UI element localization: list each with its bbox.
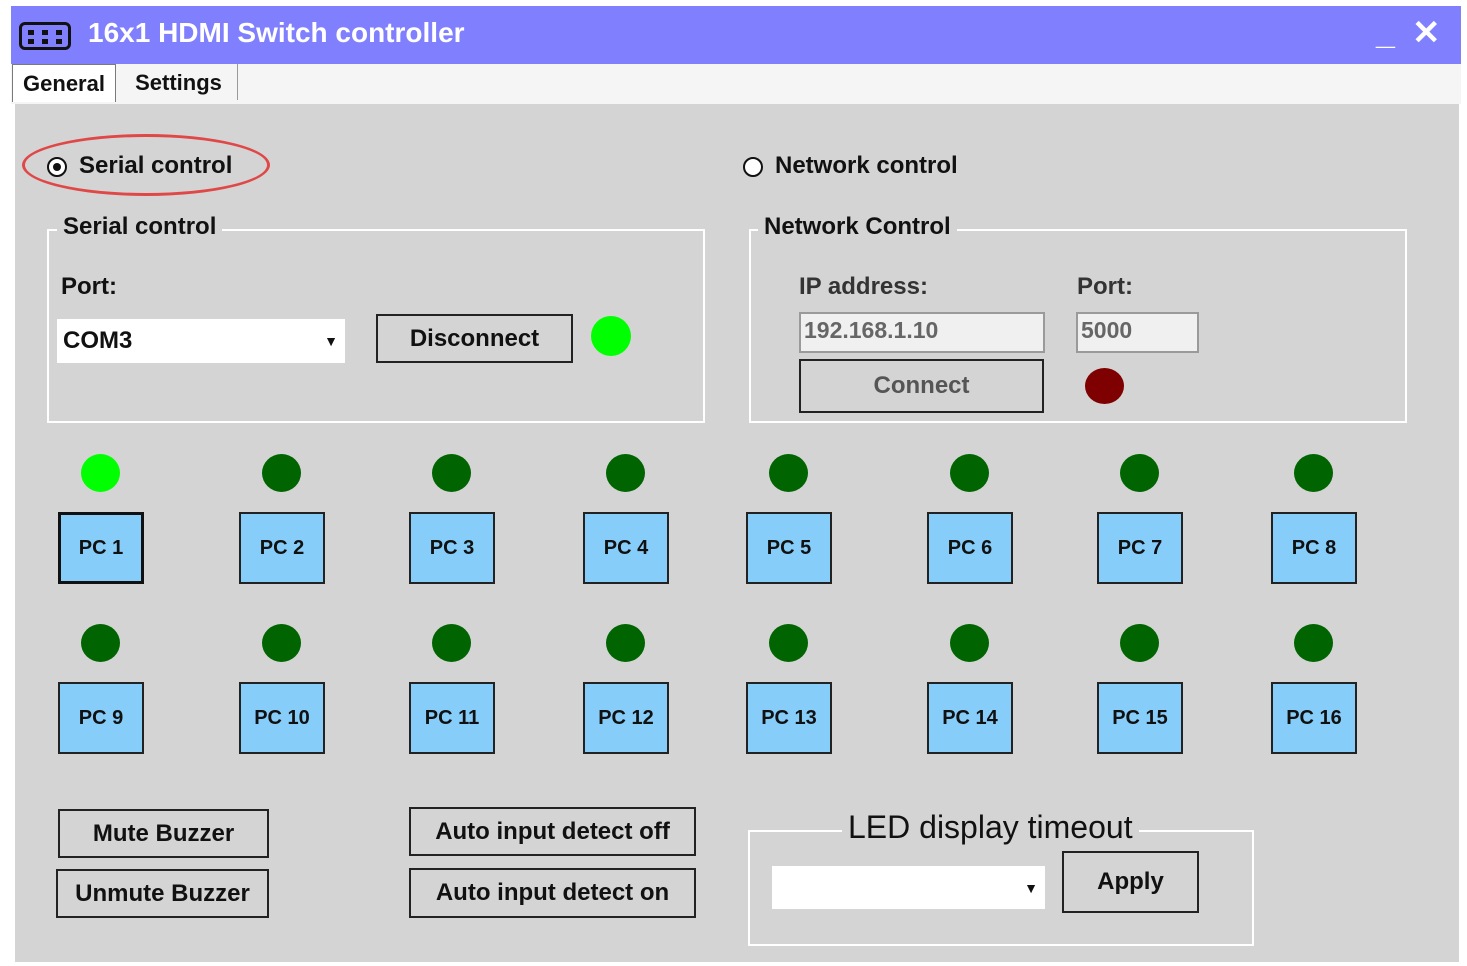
pc-input-button[interactable]: PC 6 (927, 512, 1013, 584)
apply-button[interactable]: Apply (1062, 851, 1199, 913)
input-status-led (950, 624, 989, 662)
pc-input-button[interactable]: PC 2 (239, 512, 325, 584)
network-control-group (749, 229, 1407, 423)
serial-port-label: Port: (61, 273, 117, 300)
network-status-led (1085, 368, 1124, 404)
network-control-radio[interactable] (743, 157, 763, 177)
auto-input-detect-on-button[interactable]: Auto input detect on (409, 868, 696, 918)
pc-input-button[interactable]: PC 12 (583, 682, 669, 754)
pc-input-button[interactable]: PC 4 (583, 512, 669, 584)
close-button[interactable]: ✕ (1412, 14, 1441, 52)
highlight-ellipse (22, 134, 270, 196)
mute-buzzer-button[interactable]: Mute Buzzer (58, 809, 269, 858)
serial-port-value: COM3 (63, 327, 133, 354)
input-status-led (1294, 454, 1333, 492)
serial-control-radio[interactable] (47, 157, 67, 177)
keypad-icon (19, 22, 71, 50)
disconnect-button[interactable]: Disconnect (376, 314, 573, 363)
led-timeout-select[interactable]: ▼ (772, 866, 1045, 909)
ip-address-label: IP address: (799, 273, 928, 300)
network-port-label: Port: (1077, 273, 1133, 300)
radio-selected-dot (53, 163, 61, 171)
input-status-led (262, 624, 301, 662)
input-status-led (769, 454, 808, 492)
pc-input-button[interactable]: PC 13 (746, 682, 832, 754)
input-status-led (1120, 624, 1159, 662)
pc-input-button[interactable]: PC 14 (927, 682, 1013, 754)
input-status-led (432, 624, 471, 662)
input-status-led (606, 624, 645, 662)
serial-control-group-legend: Serial control (57, 213, 223, 241)
network-port-input[interactable]: 5000 (1076, 312, 1199, 353)
pc-input-button[interactable]: PC 1 (58, 512, 144, 584)
unmute-buzzer-button[interactable]: Unmute Buzzer (56, 869, 269, 918)
pc-input-button[interactable]: PC 16 (1271, 682, 1357, 754)
pc-input-button[interactable]: PC 5 (746, 512, 832, 584)
serial-control-group (47, 229, 705, 423)
chevron-down-icon[interactable]: ▼ (324, 333, 338, 349)
chevron-down-icon[interactable]: ▼ (1024, 879, 1038, 896)
ip-address-input[interactable]: 192.168.1.10 (799, 312, 1045, 353)
input-status-led (950, 454, 989, 492)
pc-input-button[interactable]: PC 9 (58, 682, 144, 754)
serial-status-led (591, 316, 631, 356)
input-status-led (81, 454, 120, 492)
input-status-led (1120, 454, 1159, 492)
window-title: 16x1 HDMI Switch controller (88, 17, 465, 48)
auto-input-detect-off-button[interactable]: Auto input detect off (409, 807, 696, 856)
pc-input-button[interactable]: PC 10 (239, 682, 325, 754)
input-status-led (432, 454, 471, 492)
network-control-group-legend: Network Control (758, 213, 957, 241)
minimize-button[interactable]: _ (1376, 14, 1395, 52)
pc-input-button[interactable]: PC 15 (1097, 682, 1183, 754)
network-control-radio-label[interactable]: Network control (775, 152, 958, 179)
input-status-led (1294, 624, 1333, 662)
pc-input-button[interactable]: PC 7 (1097, 512, 1183, 584)
tab-strip (11, 64, 1461, 104)
title-bar[interactable] (11, 6, 1461, 64)
connect-button[interactable]: Connect (799, 359, 1044, 413)
serial-port-select[interactable]: COM3 ▼ (57, 319, 345, 363)
input-status-led (769, 624, 808, 662)
pc-input-button[interactable]: PC 3 (409, 512, 495, 584)
input-status-led (606, 454, 645, 492)
tab-general[interactable]: General (12, 64, 116, 102)
serial-control-radio-label[interactable]: Serial control (79, 152, 233, 179)
input-status-led (81, 624, 120, 662)
tab-settings[interactable]: Settings (120, 64, 238, 100)
led-timeout-title: LED display timeout (842, 809, 1139, 846)
input-status-led (262, 454, 301, 492)
pc-input-button[interactable]: PC 11 (409, 682, 495, 754)
pc-input-button[interactable]: PC 8 (1271, 512, 1357, 584)
